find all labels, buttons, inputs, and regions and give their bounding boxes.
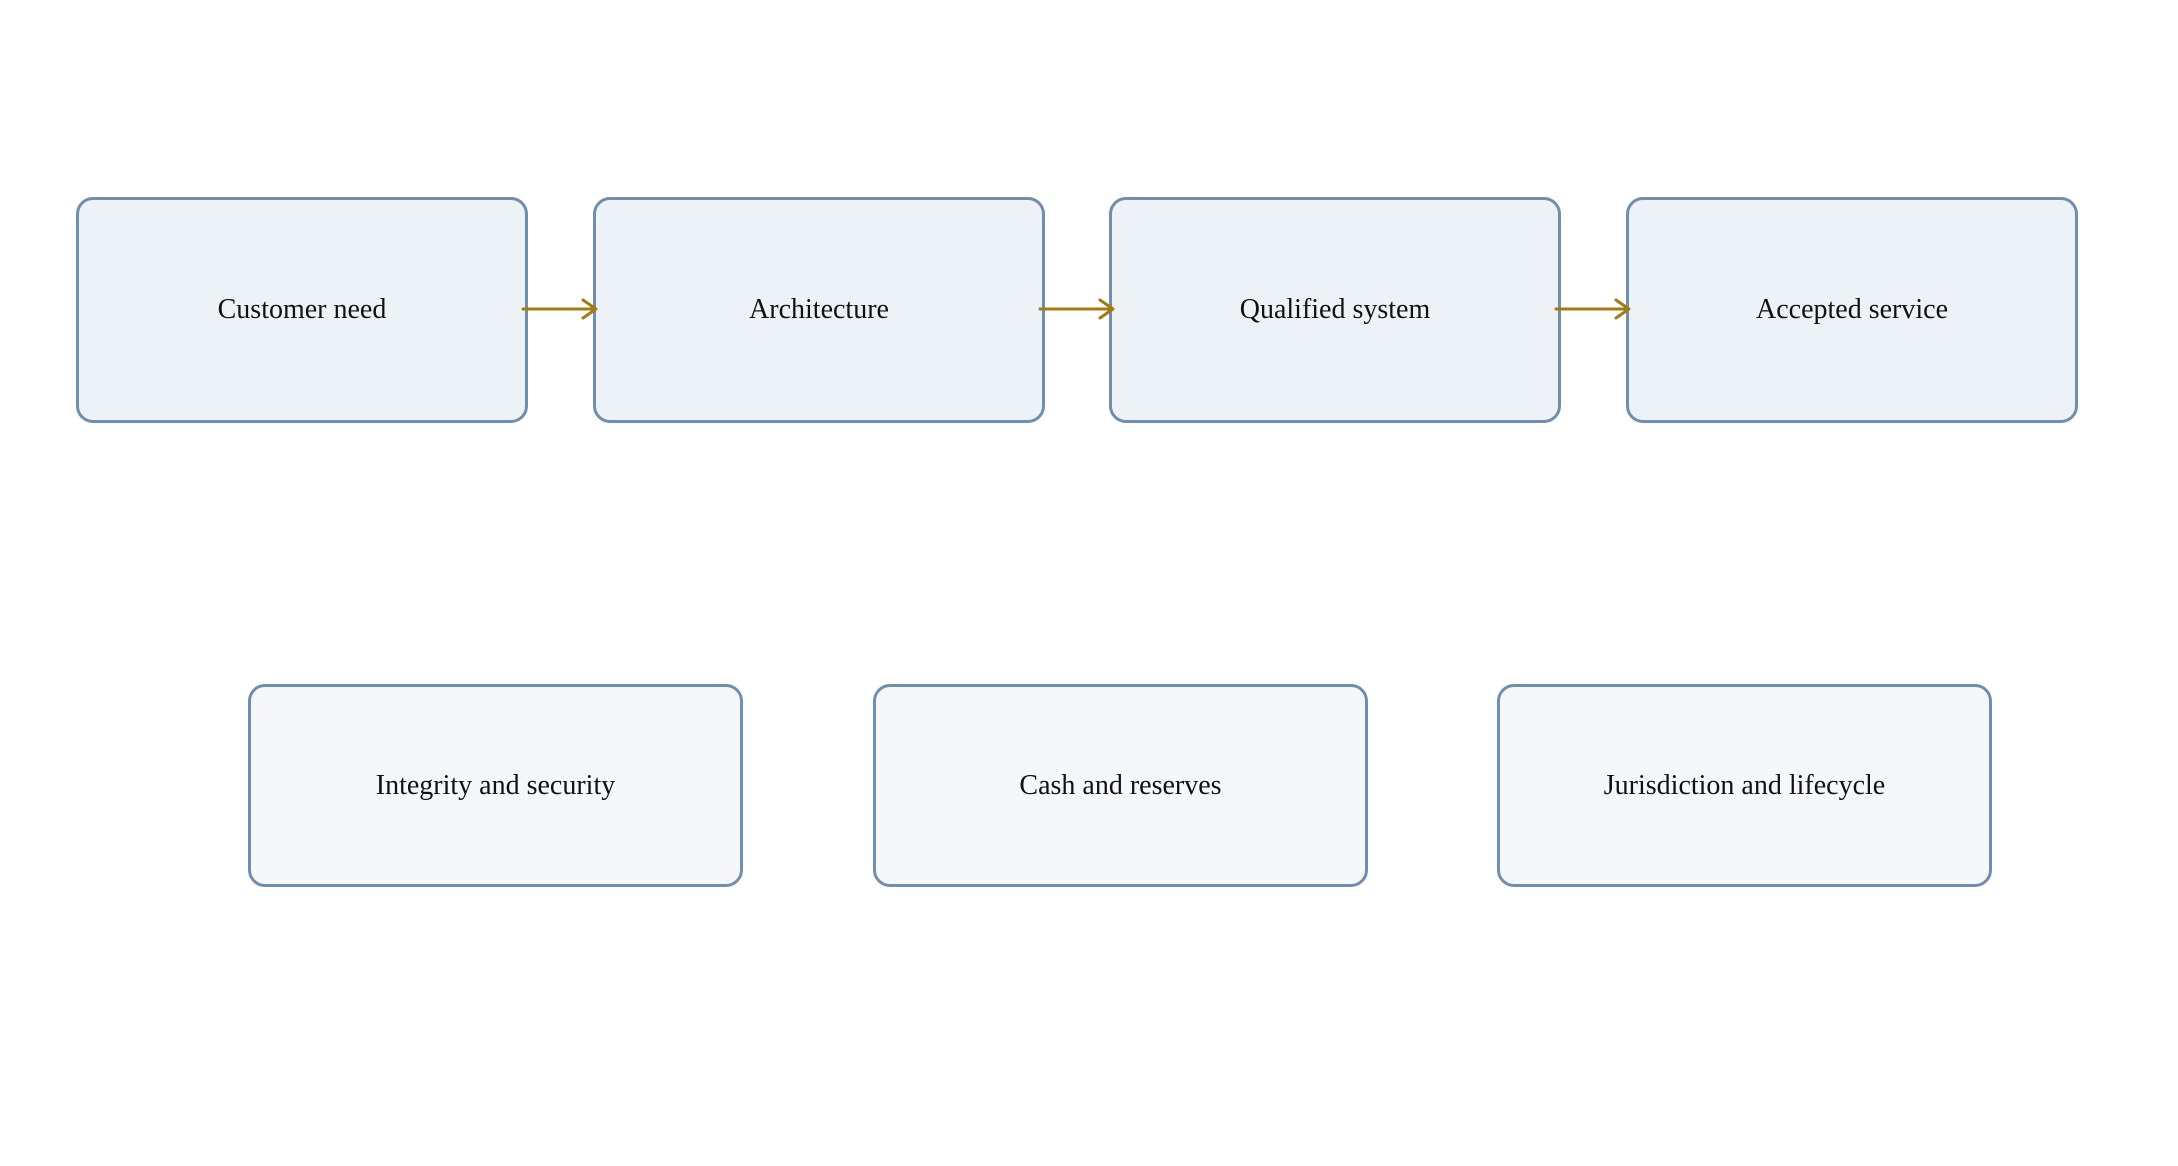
flow-step-label: Accepted service bbox=[1756, 294, 1948, 325]
flow-step-qualified-system: Qualified system bbox=[1109, 197, 1561, 423]
arrow-right-icon bbox=[1038, 298, 1115, 320]
domain-label: Integrity and security bbox=[375, 769, 616, 801]
domain-jurisdiction-and-lifecycle: Jurisdiction and lifecycle bbox=[1497, 684, 1992, 887]
flow-step-accepted-service: Accepted service bbox=[1626, 197, 2078, 423]
arrow-right-icon bbox=[1554, 298, 1631, 320]
domain-label: Cash and reserves bbox=[1019, 769, 1222, 801]
domain-integrity-and-security: Integrity and security bbox=[248, 684, 743, 887]
domain-cash-and-reserves: Cash and reserves bbox=[873, 684, 1368, 887]
flow-step-architecture: Architecture bbox=[593, 197, 1045, 423]
flow-step-label: Qualified system bbox=[1239, 294, 1431, 325]
flow-step-label: Architecture bbox=[749, 294, 889, 325]
flow-step-customer-need: Customer need bbox=[76, 197, 528, 423]
flow-step-label: Customer need bbox=[217, 294, 387, 325]
arrow-right-icon bbox=[521, 298, 598, 320]
domain-label: Jurisdiction and lifecycle bbox=[1603, 769, 1886, 801]
